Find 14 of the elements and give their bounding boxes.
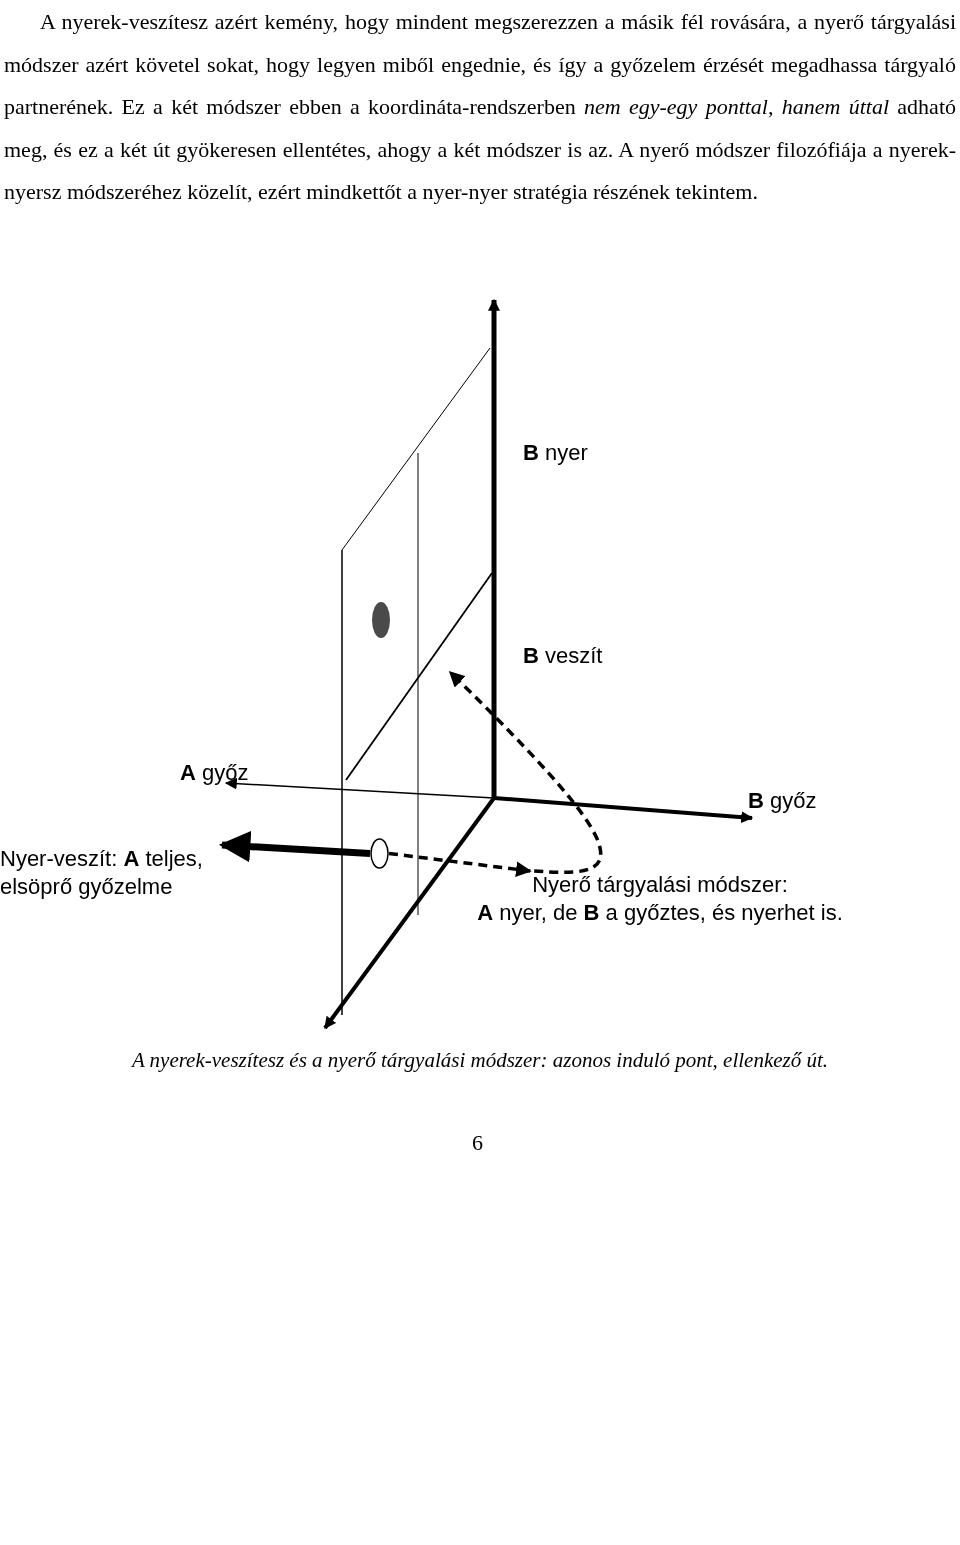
arrow bbox=[448, 670, 603, 875]
annotation-text: A nyer, de B a győztes, és nyerhet is. bbox=[476, 899, 844, 927]
axis-label: A győz bbox=[180, 759, 249, 787]
figure-caption: A nyerek-veszítesz és a nyerő tárgyalási módszer: azonos induló pont, ellenkező út. bbox=[130, 1047, 830, 1074]
annotation-text: Nyer-veszít: A teljes, elsöprő győzelme bbox=[0, 845, 204, 901]
arrow bbox=[388, 851, 532, 878]
body-paragraph: A nyerek-veszítesz azért kemény, hogy mindent megszerezzen a másik fél rovására, a nyerő tárgyalási módszer azért követel sokat, hogy legyen miből engednie, és így a győzelem érzését megadhassa tárgyaló partnerének. Ez a két módszer ebben a koordináta-rendszerben nem egy-egy ponttal, hanem úttal adható meg, és ez a két út gyökeresen ellentétes, ahogy a két módszer is az. A nyerő módszer filozófiája a nyerek-nyersz módszeréhez közelít, ezért mindkettőt a nyer-nyer stratégia részének tekintem. bbox=[4, 8, 956, 206]
arrow bbox=[218, 830, 371, 863]
axis-label: B nyer bbox=[523, 439, 588, 467]
page-number: 6 bbox=[472, 1129, 483, 1157]
annotation-text: Nyerő tárgyalási módszer: bbox=[531, 871, 789, 899]
open-circle bbox=[370, 838, 389, 869]
axis-label: B veszít bbox=[523, 642, 603, 670]
axis-label: B győz bbox=[748, 787, 817, 815]
